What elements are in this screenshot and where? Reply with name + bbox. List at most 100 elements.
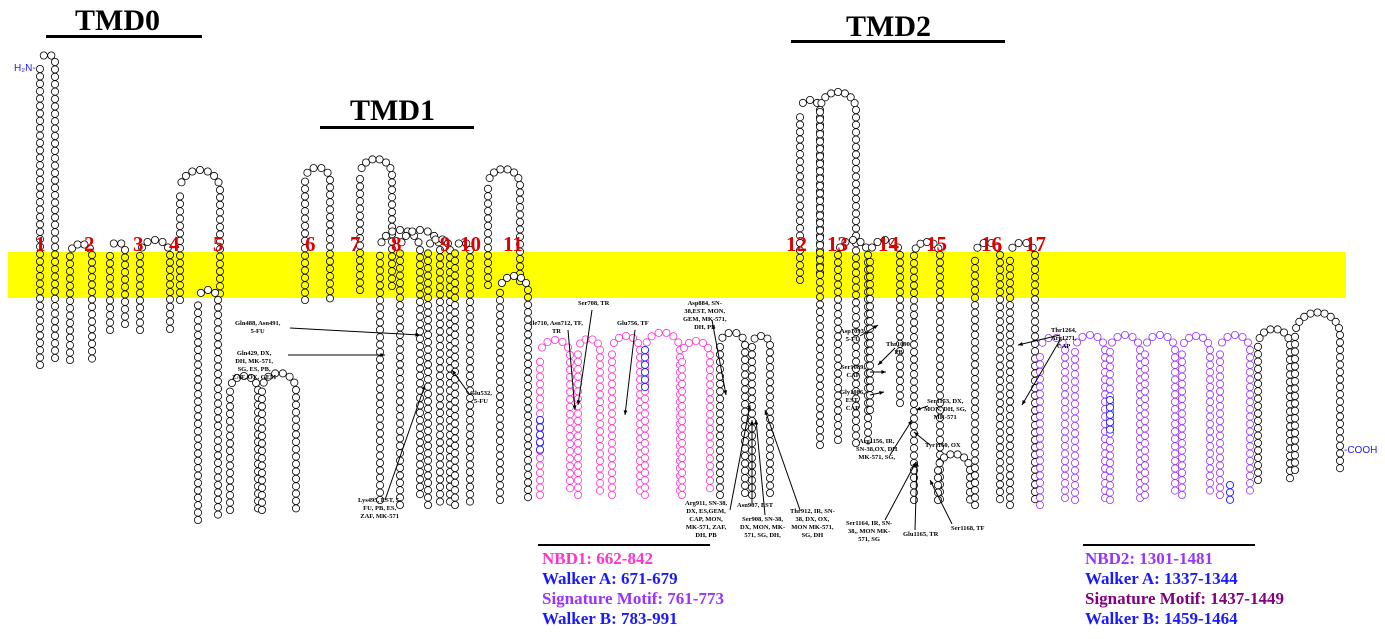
residue-circle	[608, 409, 617, 418]
residue-circle	[300, 258, 309, 267]
residue-circle	[495, 384, 504, 393]
residue-circle	[51, 87, 60, 96]
residue-circle	[996, 280, 1005, 289]
residue-circle	[1246, 486, 1255, 495]
residue-circle	[423, 264, 432, 273]
residue-circle	[796, 113, 805, 122]
residue-circle	[929, 239, 938, 248]
residue-circle	[596, 375, 605, 384]
residue-circle	[816, 196, 825, 205]
residue-circle	[1238, 332, 1247, 341]
residue-circle	[465, 290, 474, 299]
residue-circle	[51, 242, 60, 251]
residue-circle	[1216, 424, 1225, 433]
residue-circle	[213, 473, 222, 482]
residue-circle	[395, 345, 404, 354]
tm-helix-number: 13	[827, 232, 848, 256]
residue-circle	[852, 135, 861, 144]
residue-circle	[66, 289, 75, 298]
residue-circle	[706, 358, 715, 367]
residue-circle	[1071, 436, 1080, 445]
residue-circle	[816, 285, 825, 294]
residue-circle	[852, 142, 861, 151]
residue-circle	[193, 427, 202, 436]
residue-circle	[415, 334, 424, 343]
residue-circle	[135, 303, 144, 312]
residue-circle	[796, 261, 805, 270]
residue-circle	[158, 237, 167, 246]
residue-circle	[1280, 328, 1289, 337]
residue-circle	[450, 264, 459, 273]
walker-residue	[1105, 403, 1115, 412]
residue-circle	[1336, 330, 1345, 339]
residue-circle	[608, 439, 617, 448]
residue-circle	[415, 438, 424, 447]
residue-circle	[387, 259, 396, 268]
residue-circle	[203, 167, 212, 176]
residue-circle	[516, 210, 525, 219]
residue-circle	[1031, 324, 1040, 333]
residue-circle	[193, 353, 202, 362]
residue-circle	[536, 365, 545, 374]
residue-circle	[1031, 273, 1040, 282]
residue-circle	[465, 364, 474, 373]
residue-circle	[1216, 439, 1225, 448]
residue-circle	[706, 461, 715, 470]
residue-circle	[574, 365, 583, 374]
residue-circle	[816, 315, 825, 324]
membrane-band	[8, 252, 1346, 298]
residue-circle	[415, 490, 424, 499]
residue-circle	[816, 352, 825, 361]
residue-circle	[866, 287, 875, 296]
residue-circle	[566, 447, 575, 456]
residue-circle	[387, 215, 396, 224]
residue-circle	[896, 361, 905, 370]
annotation-arrow	[1021, 339, 1061, 406]
residue-circle	[946, 450, 955, 459]
residue-circle	[225, 394, 234, 403]
annotation-arrow	[889, 419, 913, 456]
residue-circle	[971, 493, 980, 502]
residue-circle	[435, 430, 444, 439]
residue-circle	[435, 379, 444, 388]
residue-circle	[1171, 368, 1180, 377]
residue-circle	[593, 339, 602, 348]
residue-circle	[748, 394, 757, 403]
residue-circle	[748, 357, 757, 366]
legend-nbd2-range: NBD2: 1301-1481	[1085, 549, 1213, 568]
residue-circle	[106, 288, 115, 297]
residue-circle	[641, 394, 650, 403]
residue-circle	[225, 476, 234, 485]
residue-circle	[495, 444, 504, 453]
residue-circle	[1141, 402, 1150, 411]
residue-circle	[465, 438, 474, 447]
residue-circle	[1255, 334, 1264, 343]
residue-circle	[796, 201, 805, 210]
residue-circle	[1036, 493, 1045, 502]
annotation-glu756: Glu756, TF	[617, 320, 649, 327]
residue-circle	[538, 343, 547, 352]
residue-circle	[1204, 338, 1213, 347]
residue-circle	[996, 480, 1005, 489]
residue-circle	[387, 274, 396, 283]
annotation-ser908: Ser908, SN-38,DX, MON, MK-571, SG, DH,	[740, 516, 786, 539]
residue-circle	[435, 423, 444, 432]
annotation-arrowhead	[912, 462, 916, 467]
residue-circle	[225, 387, 234, 396]
residue-circle	[566, 417, 575, 426]
residue-circle	[816, 248, 825, 257]
residue-circle	[641, 446, 650, 455]
annotation-arrowhead	[421, 385, 426, 390]
residue-circle	[450, 256, 459, 265]
residue-circle	[423, 308, 432, 317]
residue-circle	[51, 316, 60, 325]
annotation-arrowhead	[881, 370, 886, 374]
residue-circle	[423, 486, 432, 495]
residue-circle	[1106, 473, 1115, 482]
residue-circle	[896, 302, 905, 311]
residue-circle	[325, 212, 334, 221]
residue-circle	[716, 476, 725, 485]
residue-circle	[852, 283, 861, 292]
residue-circle	[387, 193, 396, 202]
residue-circle	[566, 358, 575, 367]
